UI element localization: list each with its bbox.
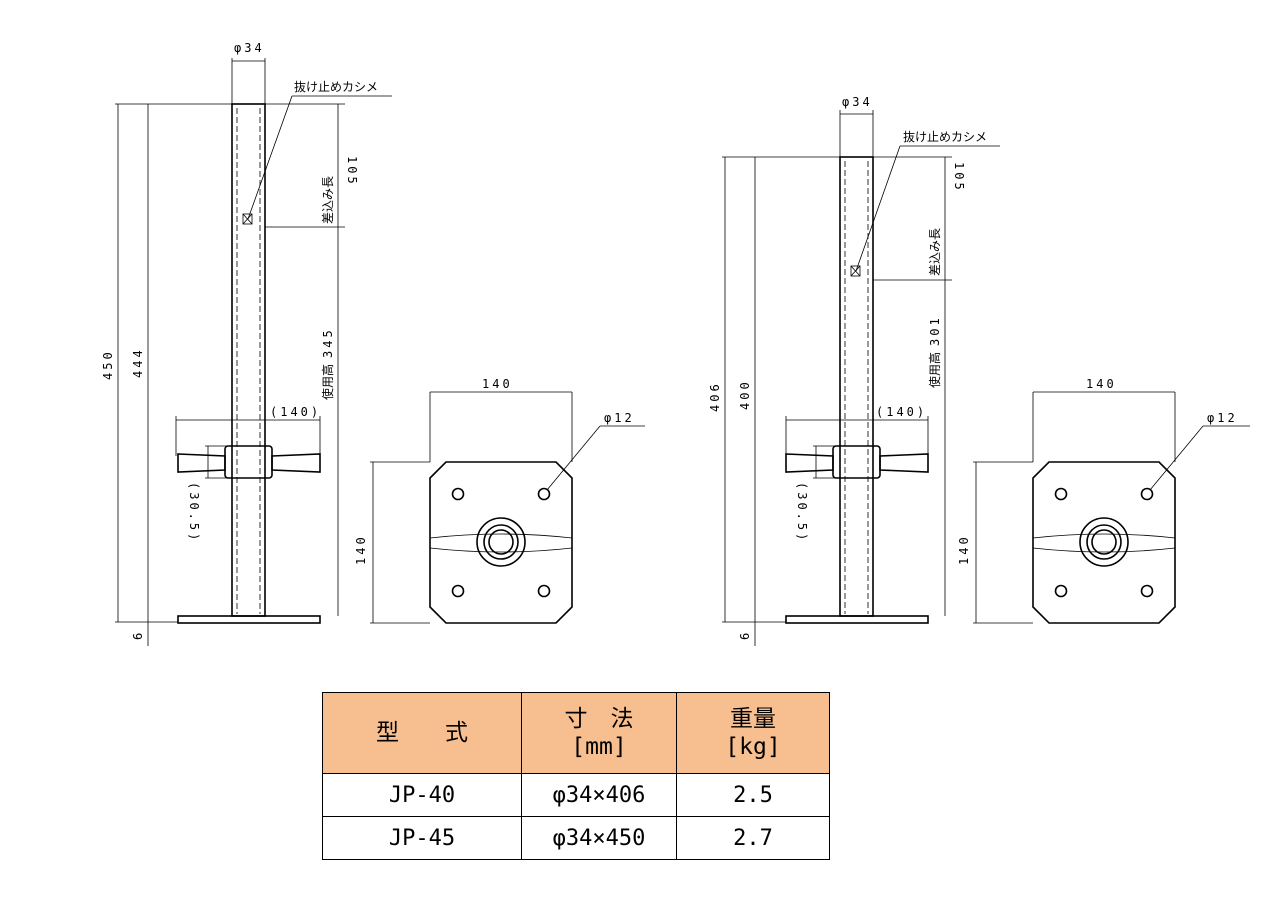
header-size-unit: [mm] — [571, 734, 627, 760]
row-model: JP-40 — [322, 773, 522, 817]
right-plate-height: 140 — [957, 534, 971, 565]
header-size-label: 寸 法 — [564, 706, 634, 732]
table-row: JP-40 φ34×406 2.5 — [322, 773, 830, 817]
left-base — [177, 615, 321, 624]
left-use-height: 345 — [321, 327, 335, 358]
right-base-thickness: 6 — [738, 630, 752, 640]
left-total-height: 450 — [101, 349, 115, 380]
right-base-plate: 140 140 φ12 — [957, 377, 1250, 624]
left-base-thickness: 6 — [131, 630, 145, 640]
header-model: 型 式 — [322, 692, 522, 774]
left-hole-diameter: φ12 — [604, 411, 635, 425]
right-caulk-label: 抜け止めカシメ — [903, 130, 987, 144]
right-insert-length: 105 — [952, 162, 966, 193]
technical-drawing: φ34 抜け止めカシメ 450 444 6 差込み長 105 使用高 345 (… — [101, 41, 1250, 646]
table-row: JP-45 φ34×450 2.7 — [322, 816, 830, 860]
left-insert-label: 差込み長 — [321, 176, 335, 224]
row-weight: 2.7 — [676, 816, 830, 860]
right-handle-width: (140) — [876, 405, 927, 419]
row-weight: 2.5 — [676, 773, 830, 817]
left-caulk-label: 抜け止めカシメ — [294, 80, 378, 94]
left-base-plate: 140 140 φ12 — [354, 377, 645, 624]
right-jack-drawing: φ34 抜け止めカシメ 406 400 6 差込み長 105 使用高 301 (… — [708, 95, 1000, 646]
table-header-row: 型 式 寸 法 [mm] 重量 [kg] — [322, 692, 830, 774]
row-size: φ34×406 — [521, 773, 677, 817]
right-total-height: 406 — [708, 381, 722, 412]
right-use-height: 301 — [928, 315, 942, 346]
left-plate-height: 140 — [354, 534, 368, 565]
right-caulk-mark — [850, 265, 861, 277]
right-use-height-label: 使用高 — [927, 352, 942, 388]
row-model: JP-45 — [322, 816, 522, 860]
right-plate-width: 140 — [1086, 377, 1117, 391]
right-inner-height: 400 — [738, 379, 752, 410]
left-use-height-label: 使用高 — [320, 364, 335, 400]
right-base — [785, 615, 929, 624]
header-size: 寸 法 [mm] — [521, 692, 677, 774]
header-weight: 重量 [kg] — [676, 692, 830, 774]
spec-table: 型 式 寸 法 [mm] 重量 [kg] JP-40 φ34×406 2.5 J… — [322, 692, 830, 860]
right-insert-label: 差込み長 — [928, 228, 942, 276]
header-weight-label: 重量 — [730, 706, 776, 732]
right-pipe-diameter: φ34 — [842, 95, 873, 109]
left-handle-width: (140) — [270, 405, 321, 419]
left-pipe-diameter: φ34 — [234, 41, 265, 55]
header-weight-unit: [kg] — [725, 734, 781, 760]
right-nut-height: (30.5) — [795, 482, 809, 543]
left-caulk-mark — [242, 213, 253, 225]
left-nut-height: (30.5) — [187, 482, 201, 543]
left-plate-width: 140 — [482, 377, 513, 391]
row-size: φ34×450 — [521, 816, 677, 860]
right-hole-diameter: φ12 — [1207, 411, 1238, 425]
left-inner-height: 444 — [131, 347, 145, 378]
left-insert-length: 105 — [345, 156, 359, 187]
left-jack-drawing: φ34 抜け止めカシメ 450 444 6 差込み長 105 使用高 345 (… — [101, 41, 392, 646]
